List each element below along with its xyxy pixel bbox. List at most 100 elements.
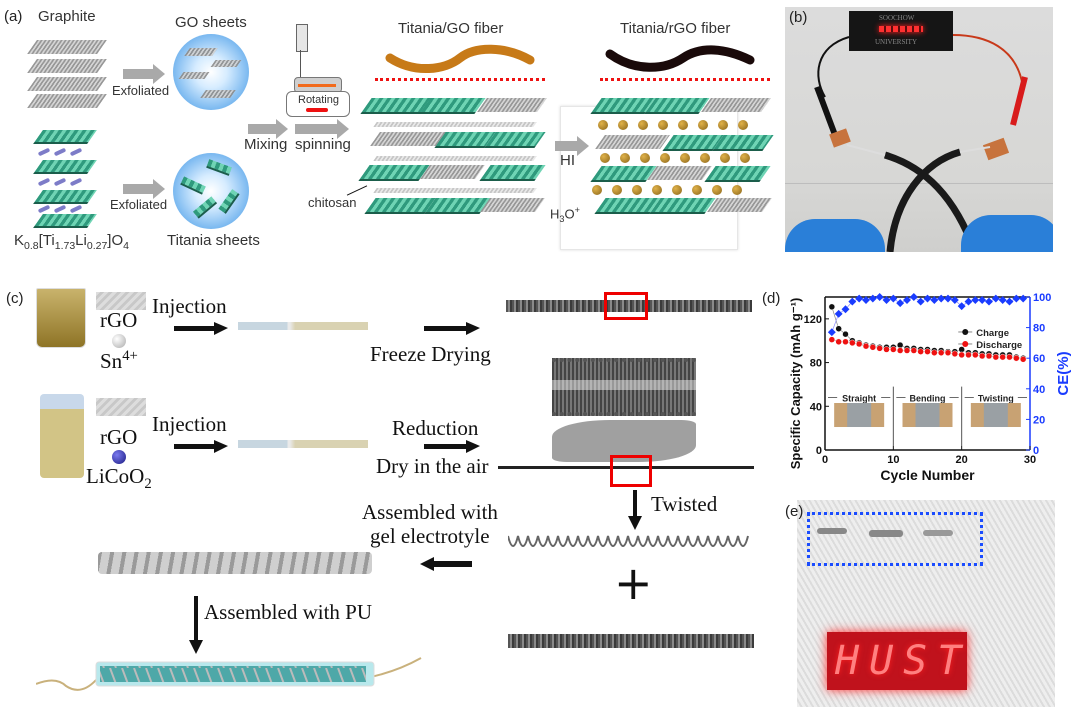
freeze-arrow	[424, 322, 480, 335]
y-tick-label: 120	[804, 314, 822, 326]
panel-a-label: (a)	[4, 8, 23, 25]
data-point-ce	[848, 297, 857, 306]
titania-rgo-fiber-icon	[605, 45, 755, 72]
data-point-discharge	[842, 338, 849, 346]
mixing-arrow	[248, 119, 288, 139]
data-point-ce	[916, 297, 925, 306]
zoom-box-bottom	[610, 455, 652, 487]
segment-photo-fiber	[915, 403, 940, 428]
x-axis-label: Cycle Number	[880, 467, 975, 483]
go-sheets-sphere	[173, 34, 249, 110]
data-point-ce	[827, 328, 836, 337]
segment-label: Straight	[842, 394, 876, 404]
spinning-label: spinning	[295, 136, 351, 153]
data-point-discharge	[890, 346, 897, 353]
y-tick-label: 40	[810, 401, 822, 413]
syringe-1	[238, 322, 368, 330]
mixing-label: Mixing	[244, 136, 288, 153]
titania-go-fiber-label: Titania/GO fiber	[398, 20, 504, 37]
data-point-discharge	[937, 349, 945, 356]
panel-c-label: (c)	[6, 290, 24, 307]
panel-d-label: (d)	[762, 290, 781, 307]
panel-c: (c) rGO Sn4+ Injection Freeze Drying rGO…	[0, 280, 780, 715]
sn-ion-sphere	[112, 334, 126, 348]
titania-rgo-fiber-label: Titania/rGO fiber	[620, 20, 731, 37]
data-point-charge	[828, 303, 836, 311]
exfoliated-label-1: Exfoliated	[112, 83, 170, 98]
assembled-gel-label-1: Assembled with	[362, 500, 498, 524]
licoo2-rgo-fiber	[498, 466, 754, 469]
data-point-discharge	[1013, 354, 1020, 362]
data-point-discharge	[931, 349, 938, 356]
data-point-discharge	[944, 349, 952, 356]
segment-label: Twisting	[978, 394, 1014, 404]
segment-photo-fiber	[847, 403, 872, 428]
fiber-zoom-porous	[552, 358, 696, 416]
h3o-label: H3O+	[550, 205, 580, 224]
x-tick-label: 30	[1024, 454, 1036, 466]
led-display-box: SOOCHOW UNIVERSITY	[849, 11, 953, 51]
data-point-ce	[998, 296, 1007, 305]
segment-label: Bending	[910, 394, 946, 404]
titania-sheets-sphere	[173, 153, 249, 229]
data-point-discharge	[903, 347, 911, 354]
rotation-arrow-icon	[306, 108, 328, 112]
zoom-guide-dotted-line-2	[600, 78, 770, 81]
injection-label-2: Injection	[152, 412, 227, 436]
data-point-discharge	[835, 338, 842, 346]
licoo2-label: LiCoO2	[86, 464, 152, 493]
battery-fiber-1	[817, 528, 847, 534]
data-point-ce	[937, 294, 946, 303]
data-point-charge	[842, 330, 849, 338]
red-led-row	[879, 26, 923, 32]
y2-axis-label: CE(%)	[1055, 351, 1072, 395]
freeze-drying-label: Freeze Drying	[370, 342, 491, 366]
segment-label-bg	[973, 390, 1018, 403]
y2-tick-label: 60	[1033, 353, 1045, 365]
data-point-charge	[958, 346, 965, 353]
data-point-ce	[944, 294, 952, 303]
panel-b-photo: (b) SOOCHOW UNIVERSITY	[785, 7, 1053, 252]
data-point-discharge	[1019, 356, 1027, 363]
data-point-ce	[909, 293, 918, 301]
exfoliated-label-2: Exfoliated	[110, 197, 168, 212]
data-point-ce	[930, 296, 939, 305]
plus-sign: +	[614, 556, 653, 610]
go-sheets-label: GO sheets	[175, 14, 247, 31]
right-glove	[961, 215, 1053, 252]
dry-in-air-label: Dry in the air	[376, 454, 489, 478]
licoo2-sphere	[112, 450, 126, 464]
rotating-label: Rotating	[298, 94, 339, 106]
syringe-icon	[296, 24, 308, 52]
segment-photo-fiber	[983, 403, 1008, 428]
y2-tick-label: 40	[1033, 384, 1045, 396]
legend-marker	[962, 340, 969, 347]
rgo-flake-icon-2	[96, 398, 146, 416]
data-point-charge	[896, 341, 904, 349]
segment-label-bg	[905, 390, 950, 403]
seven-segment-display: HUST	[827, 632, 967, 690]
data-point-ce	[950, 296, 959, 305]
data-point-ce	[1012, 294, 1021, 303]
data-point-ce	[889, 294, 898, 303]
gel-assembled-fiber	[98, 552, 372, 574]
data-point-ce	[875, 293, 884, 301]
box-top-text: SOOCHOW	[879, 14, 915, 22]
injection-label-1: Injection	[152, 294, 227, 318]
y2-tick-label: 80	[1033, 323, 1045, 335]
zoom-box-top	[604, 292, 648, 320]
data-point-discharge	[862, 342, 870, 350]
y-tick-label: 0	[816, 445, 822, 457]
y2-tick-label: 20	[1033, 414, 1045, 426]
data-point-discharge	[876, 345, 883, 352]
panel-e-label: (e)	[785, 503, 804, 520]
titania-go-fiber-icon	[385, 44, 535, 74]
x-tick-label: 20	[956, 454, 968, 466]
data-point-ce	[1019, 294, 1028, 303]
injection-arrow-2	[174, 440, 228, 453]
panel-b-label: (b)	[789, 9, 808, 26]
y-axis-label: Specific Capacity (mAh g⁻¹)	[788, 298, 803, 470]
sn-label: Sn4+	[100, 348, 138, 373]
x-tick-label: 0	[822, 454, 828, 466]
reduction-arrow	[424, 440, 480, 453]
